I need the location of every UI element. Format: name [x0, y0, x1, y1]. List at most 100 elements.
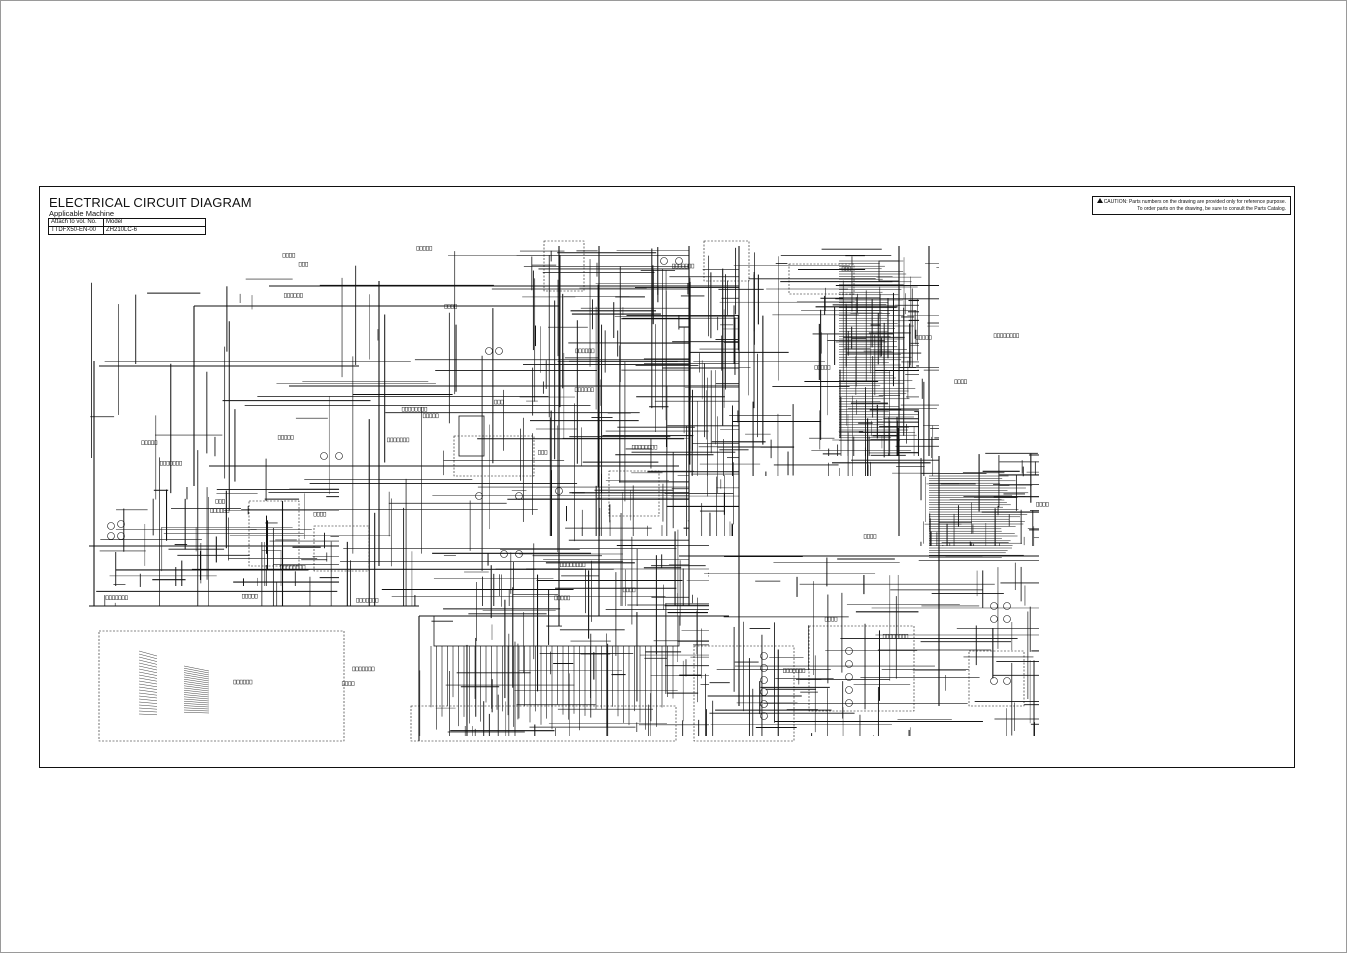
- legend-line: [138, 665, 158, 671]
- connector-pin: [1000, 333, 1003, 338]
- connector-pin: [821, 365, 824, 370]
- connector-pin: [289, 565, 293, 570]
- connector-pin: [919, 335, 922, 340]
- connector-pin: [213, 508, 217, 513]
- connector-pin: [567, 595, 570, 601]
- connector-pin: [588, 348, 592, 354]
- connector-pin: [563, 562, 567, 568]
- connector-pin: [560, 562, 563, 568]
- connector-pin: [352, 666, 356, 672]
- component-symbol: [515, 492, 523, 500]
- connector-pin: [447, 304, 451, 309]
- connector-pin: [960, 379, 964, 384]
- connector-pin: [622, 587, 626, 593]
- connector-pin: [218, 499, 222, 504]
- connector-pin: [964, 379, 967, 384]
- legend-line: [183, 694, 210, 698]
- connector-pin: [403, 437, 406, 443]
- legend-line: [138, 710, 158, 713]
- connector-pin: [863, 534, 867, 539]
- component-symbol: [845, 660, 853, 668]
- legend-line: [183, 709, 210, 712]
- connector-pin: [792, 668, 796, 673]
- connector-pin: [957, 379, 961, 384]
- connector-pin: [236, 679, 240, 685]
- connector-pin: [898, 633, 902, 639]
- connector-pin: [283, 565, 287, 570]
- caution-line-1: CAUTION: Parts numbers on the drawing ar…: [1103, 199, 1286, 205]
- component-box: [248, 500, 300, 567]
- component-symbol: [990, 615, 998, 623]
- legend-line: [183, 665, 210, 672]
- connector-pin: [286, 565, 290, 570]
- connector-pin: [996, 333, 1000, 338]
- drawing-sheet: 1122334455667788991010111112121313141415…: [39, 186, 1295, 768]
- connector-pin: [414, 407, 418, 412]
- connector-pin: [345, 681, 348, 686]
- connector-pin: [578, 348, 582, 354]
- connector-pin: [569, 562, 573, 568]
- connector-pin: [302, 565, 306, 570]
- legend-line: [138, 656, 158, 662]
- legend-line: [183, 681, 210, 686]
- component-symbol: [760, 712, 768, 720]
- connector-pin: [635, 445, 638, 450]
- connector-pin: [581, 348, 585, 354]
- connector-pin: [390, 437, 394, 443]
- connector-pin: [426, 246, 429, 251]
- connector-pin: [118, 595, 122, 600]
- caution-line-2: To order parts on the drawing, be sure t…: [1137, 206, 1286, 212]
- legend-line: [138, 659, 158, 665]
- connector-pin: [915, 335, 919, 340]
- component-symbol: [845, 699, 853, 707]
- connector-pin: [827, 365, 831, 370]
- connector-pin: [147, 440, 151, 445]
- connector-pin: [362, 598, 366, 603]
- connector-pin: [277, 435, 281, 440]
- connector-pin: [581, 387, 585, 392]
- connector-pin: [285, 253, 289, 258]
- connector-pin: [154, 440, 158, 445]
- connector-pin: [368, 666, 372, 672]
- connector-pin: [406, 437, 410, 443]
- connector-pin: [817, 365, 821, 370]
- connector-pin: [112, 595, 115, 600]
- component-box: [410, 705, 677, 742]
- connector-pin: [828, 617, 831, 622]
- connector-pin: [115, 595, 119, 600]
- connector-pin: [579, 562, 583, 568]
- connector-pin: [281, 435, 284, 440]
- connector-pin: [417, 407, 421, 412]
- connector-pin: [387, 437, 390, 443]
- connector-pin: [292, 253, 296, 258]
- connector-pin: [831, 617, 835, 622]
- component-symbol: [107, 532, 115, 540]
- connector-pin: [572, 562, 576, 568]
- connector-pin: [497, 399, 501, 405]
- connector-pin: [584, 387, 588, 392]
- connector-pin: [629, 587, 633, 593]
- connector-pin: [834, 617, 838, 622]
- connector-pin: [408, 407, 412, 412]
- connector-pin: [426, 413, 429, 419]
- legend-line: [138, 680, 158, 685]
- connector-pin: [219, 508, 223, 513]
- connector-pin: [141, 440, 145, 445]
- legend-line: [183, 672, 210, 678]
- connector-pin: [210, 508, 214, 513]
- connector-pin: [351, 681, 355, 686]
- connector-pin: [799, 668, 802, 673]
- component-symbol: [760, 676, 768, 684]
- connector-pin: [172, 461, 176, 466]
- connector-pin: [574, 387, 578, 392]
- legend-line: [183, 674, 210, 680]
- connector-pin: [688, 263, 691, 269]
- connector-pin: [873, 534, 877, 539]
- connector-pin: [675, 263, 679, 269]
- connector-pin: [824, 617, 828, 622]
- legend-line: [138, 650, 158, 657]
- connector-pin: [905, 633, 909, 639]
- legend-line: [183, 692, 210, 696]
- legend-line: [138, 662, 158, 668]
